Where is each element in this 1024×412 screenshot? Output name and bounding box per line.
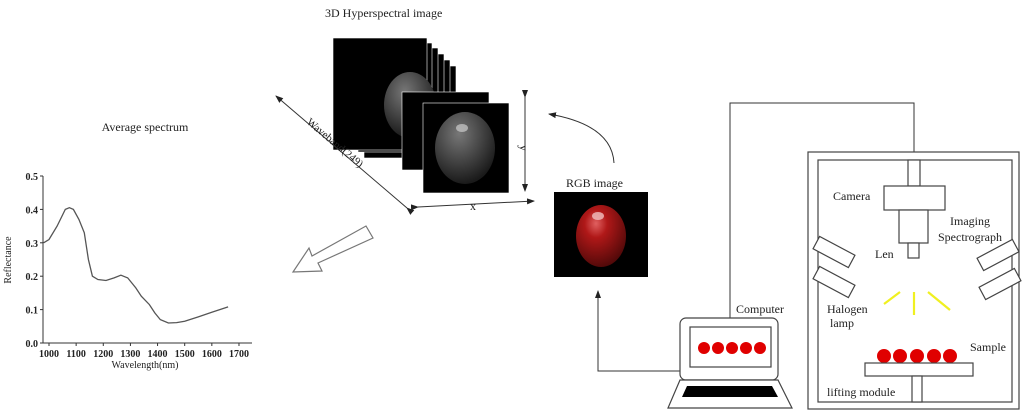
- computer-to-rgb-arrow: [595, 290, 680, 372]
- x-tick-label: 1000: [39, 349, 59, 360]
- lifting-label: lifting module: [827, 385, 895, 399]
- sample-dot: [754, 342, 766, 354]
- hyperspectral-cube: [332, 37, 510, 194]
- x-tick-label: 1200: [93, 349, 113, 360]
- lifting-platform: [864, 362, 974, 377]
- hollow-arrow-icon: [291, 225, 374, 273]
- lens-label: Len: [875, 247, 894, 261]
- y-tick-label: 0.1: [26, 306, 39, 317]
- sample-dot: [740, 342, 752, 354]
- grape-image: [576, 205, 626, 267]
- x-tick-label: 1400: [148, 349, 168, 360]
- halogen-lamp-icon: [978, 267, 1022, 301]
- x-tick-label: 1600: [202, 349, 222, 360]
- computer-label: Computer: [736, 302, 784, 316]
- y-tick-label: 0.3: [26, 239, 39, 250]
- sample-grape: [943, 349, 957, 363]
- halogen-lamp-icon: [812, 235, 856, 269]
- x-tick-label: 1500: [175, 349, 195, 360]
- sample-grape: [877, 349, 891, 363]
- camera-mount: [907, 159, 921, 187]
- sample-dot: [712, 342, 724, 354]
- y-tick-label: 0.5: [26, 172, 39, 183]
- x-axis-label: Wavelength(nm): [112, 360, 179, 371]
- halogen-label-2: lamp: [830, 316, 854, 330]
- halogen-label-1: Halogen: [827, 302, 868, 316]
- spectrum-line: [43, 206, 229, 324]
- chart-title: Average spectrum: [102, 120, 189, 134]
- light-rays: [883, 291, 951, 315]
- sample-grape: [927, 349, 941, 363]
- camera-label: Camera: [833, 189, 871, 203]
- hyperspectral-title: 3D Hyperspectral image: [325, 6, 442, 20]
- x-tick-label: 1700: [229, 349, 249, 360]
- rgb-label: RGB image: [566, 176, 623, 190]
- sample-dot: [698, 342, 710, 354]
- sample-grape: [910, 349, 924, 363]
- sample-grape: [893, 349, 907, 363]
- imaging-label-2: Spectrograph: [938, 230, 1002, 244]
- imaging-label-1: Imaging: [950, 214, 990, 228]
- y-tick-label: 0.4: [26, 205, 39, 216]
- lens-icon: [907, 242, 920, 259]
- y-label: y: [517, 145, 531, 151]
- curved-arrow: [548, 112, 615, 164]
- x-label: x: [470, 199, 476, 213]
- y-axis-label: Reflectance: [3, 236, 14, 284]
- spectrograph-icon: [898, 209, 929, 244]
- camera-icon: [883, 185, 946, 211]
- halogen-lamp-icon: [976, 238, 1020, 272]
- waveband-arrow: [275, 95, 415, 215]
- sample-label: Sample: [970, 340, 1006, 354]
- imaging-chamber: [807, 151, 1022, 410]
- x-tick-label: 1300: [120, 349, 140, 360]
- lifting-post: [911, 375, 923, 403]
- x-axis-arrow: [410, 198, 535, 211]
- average-spectrum-chart: Average spectrum 1000 1100 1200 1300 1400 150…: [3, 120, 252, 371]
- y-tick-label: 0.0: [26, 339, 39, 350]
- sample-dot: [726, 342, 738, 354]
- y-tick-label: 0.2: [26, 272, 39, 283]
- camera-cable: [729, 102, 915, 318]
- x-tick-label: 1100: [66, 349, 85, 360]
- computer-icon: [667, 317, 793, 409]
- halogen-lamp-icon: [812, 265, 856, 299]
